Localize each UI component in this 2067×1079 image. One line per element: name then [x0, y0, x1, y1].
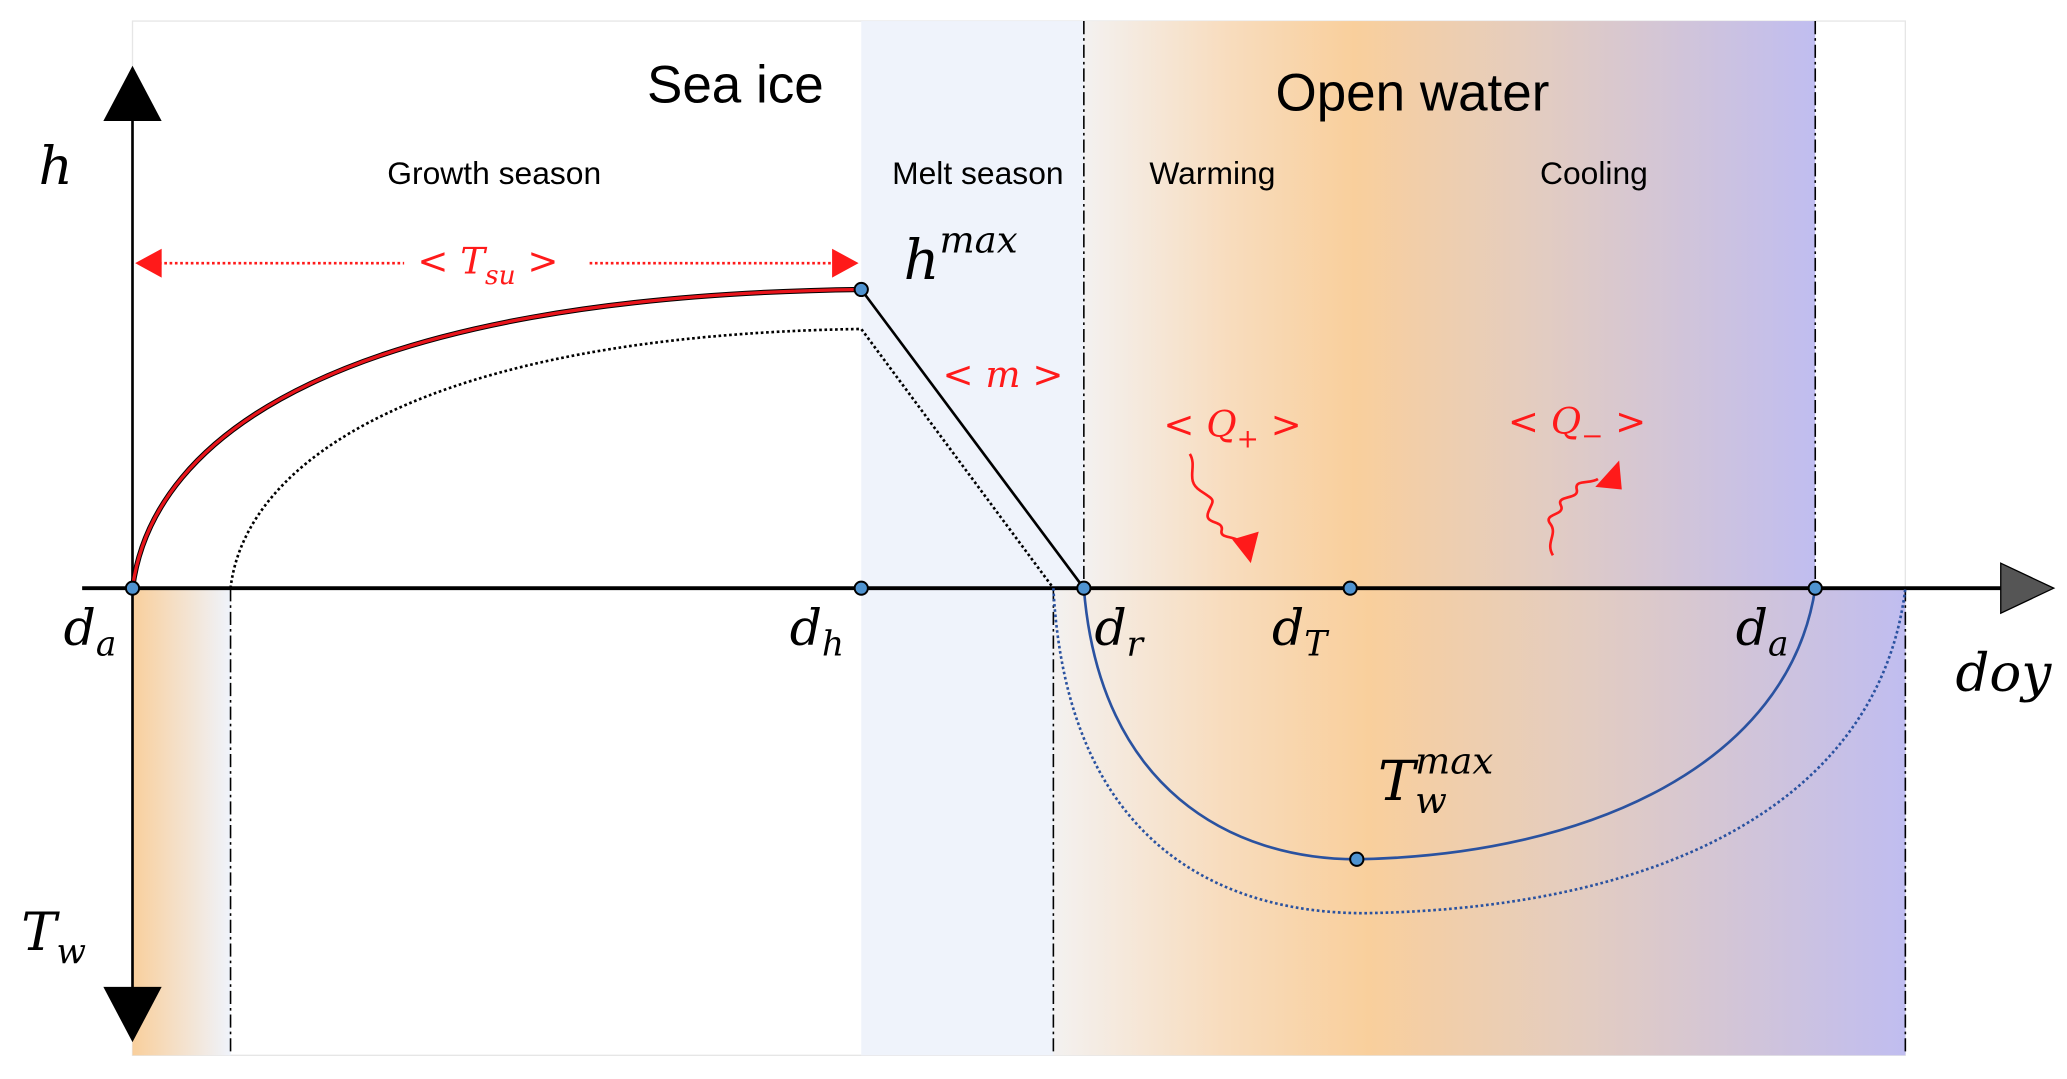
y-up-arrow-icon	[103, 65, 162, 122]
label-dh: dh	[790, 598, 844, 664]
qminus-label: < Q− >	[1508, 400, 1646, 451]
x-axis-label: doy	[1956, 643, 2053, 704]
label-base: < Q	[1508, 400, 1581, 443]
melt-line	[860, 288, 1085, 589]
qplus-label: < Q+ >	[1163, 403, 1301, 454]
ice-thickness-curve	[130, 287, 862, 589]
label-sup: max	[939, 219, 1017, 262]
label-sub: T	[1304, 624, 1329, 664]
point-hmax	[853, 281, 869, 298]
label-base: < Q	[1163, 403, 1236, 446]
heat-out-wavy-arrow	[1547, 477, 1599, 556]
melt-season-band	[861, 21, 1084, 589]
label-close: >	[516, 240, 559, 283]
label-da-start: da	[64, 598, 117, 664]
cooling-label: Cooling	[1540, 155, 1648, 191]
melt-rate-label: < m >	[943, 353, 1064, 396]
label-da-end: da	[1736, 598, 1789, 664]
point-da-start	[124, 580, 141, 596]
y-down-base: T	[21, 902, 60, 963]
shifted-water-temperature-curve	[1052, 588, 1907, 915]
key-points	[124, 281, 1823, 867]
label-base: h	[904, 229, 940, 293]
heat-out-arrowhead-icon	[1595, 460, 1622, 490]
label-sub: a	[96, 624, 117, 664]
label-base: d	[790, 598, 822, 657]
melt-season-label: Melt season	[892, 155, 1063, 191]
label-sub: +	[1237, 423, 1259, 454]
label-base: < T	[417, 240, 487, 283]
open-water-heading: Open water	[1276, 64, 1550, 123]
water-temperature-curve	[1082, 587, 1817, 861]
season-dividers	[229, 21, 1907, 1056]
y-down-sub: w	[57, 932, 86, 972]
point-dr	[1076, 580, 1092, 596]
label-base: d	[64, 598, 96, 657]
twmax-label: Tmax	[1378, 740, 1493, 814]
label-sub: r	[1127, 624, 1146, 664]
growth-season-label: Growth season	[387, 155, 601, 191]
y-down-arrow-icon	[103, 986, 162, 1043]
point-twmax	[1349, 851, 1365, 867]
hmax-label: hmax	[904, 219, 1018, 293]
label-sup: max	[1415, 740, 1493, 783]
label-sub: a	[1768, 624, 1789, 664]
label-base: d	[1736, 598, 1768, 657]
point-dT	[1342, 580, 1358, 596]
heat-in-wavy-arrow	[1188, 453, 1247, 550]
label-sub: su	[485, 260, 516, 291]
point-da-end	[1807, 580, 1823, 596]
label-close: >	[1603, 400, 1646, 443]
point-dh	[853, 580, 869, 596]
tsu-duration-arrow	[135, 248, 859, 278]
label-dr: dr	[1094, 598, 1145, 664]
label-sub: −	[1581, 421, 1603, 452]
x-axis-arrow-icon	[2000, 562, 2056, 615]
tsu-label: < Tsu >	[417, 240, 558, 291]
label-base: T	[1378, 750, 1419, 814]
shifted-ice-curve	[229, 327, 1055, 589]
twmax-sub: w	[1415, 779, 1447, 822]
lagged-open-water-band	[132, 588, 231, 1056]
y-down-label: Tw	[21, 902, 86, 972]
label-dT: dT	[1272, 598, 1329, 664]
label-base: d	[1272, 598, 1304, 657]
label-base: d	[1094, 598, 1126, 657]
label-sub: h	[822, 624, 844, 664]
lagged-open-water-band-main	[1053, 588, 1906, 1056]
warming-label: Warming	[1149, 155, 1275, 191]
y-up-label: h	[39, 136, 73, 197]
lagged-melt-band	[861, 588, 1054, 1056]
heat-in-arrowhead-icon	[1232, 531, 1259, 564]
label-close: >	[1259, 403, 1302, 446]
sea-ice-heading: Sea ice	[647, 56, 824, 115]
